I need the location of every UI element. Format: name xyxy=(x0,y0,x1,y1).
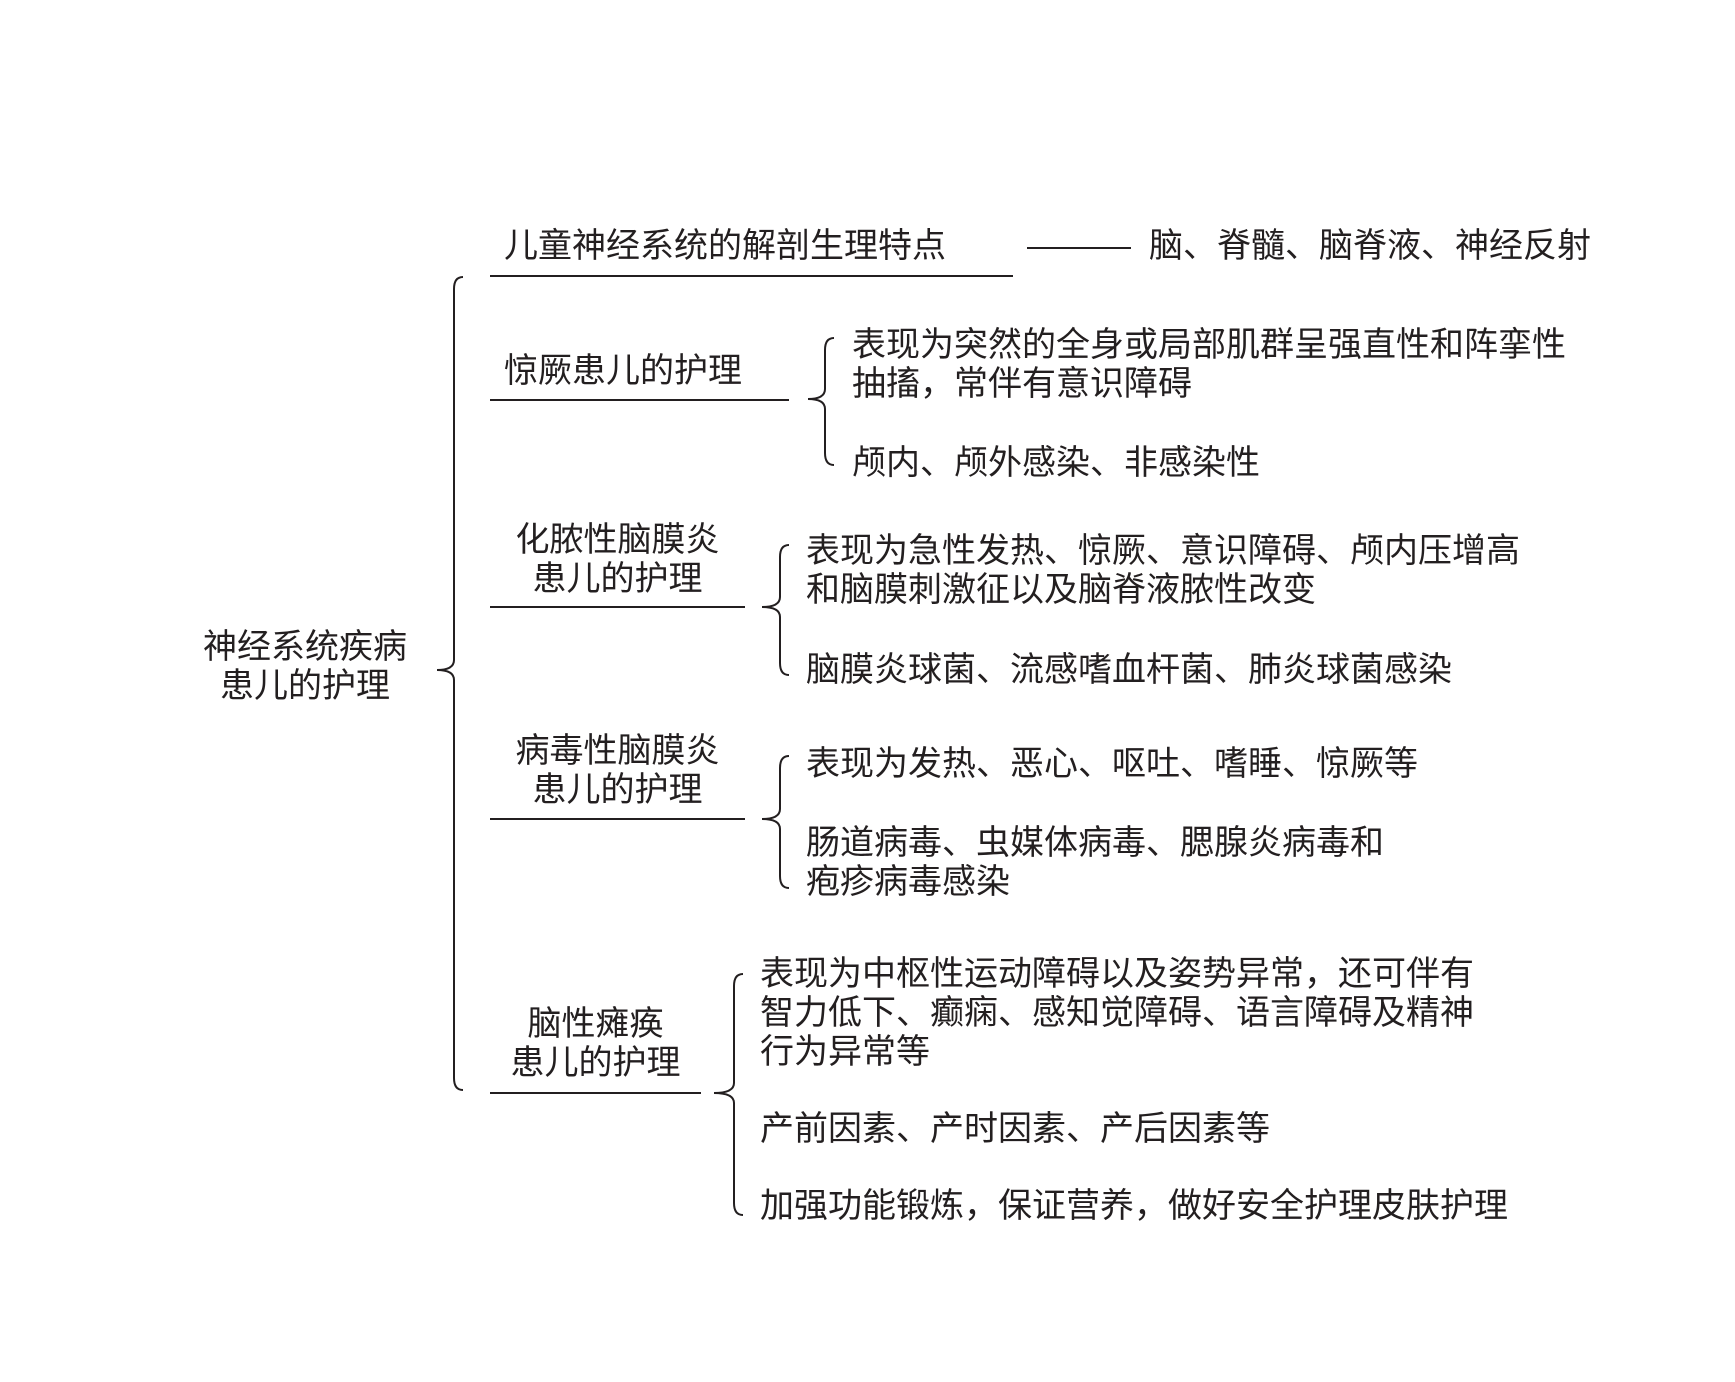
branch-underline xyxy=(490,606,745,608)
branch-label: 惊厥患儿的护理 xyxy=(504,351,742,391)
branch-underline xyxy=(490,1092,701,1094)
root-line: 神经系统疾病 xyxy=(203,627,407,667)
curly-brace xyxy=(761,755,790,889)
branch-detail: 脑、脊髓、脑脊液、神经反射 xyxy=(1149,226,1591,266)
label-line: 患儿的护理 xyxy=(532,770,703,810)
detail-line: 表现为急性发热、惊厥、意识障碍、颅内压增高 xyxy=(806,531,1520,571)
branch-detail: 加强功能锻炼，保证营养，做好安全护理皮肤护理 xyxy=(760,1186,1508,1226)
branch-label: 化脓性脑膜炎 患儿的护理 xyxy=(490,521,745,599)
curly-brace xyxy=(761,544,790,676)
label-line: 患儿的护理 xyxy=(510,1043,681,1083)
detail-line: 肠道病毒、虫媒体病毒、腮腺炎病毒和 xyxy=(806,823,1384,863)
detail-line: 智力低下、癫痫、感知觉障碍、语言障碍及精神 xyxy=(760,993,1474,1033)
label-line: 患儿的护理 xyxy=(532,559,703,599)
detail-line: 行为异常等 xyxy=(760,1032,930,1072)
detail-line: 表现为突然的全身或局部肌群呈强直性和阵挛性 xyxy=(852,325,1566,365)
curly-brace xyxy=(807,337,835,466)
label-line: 病毒性脑膜炎 xyxy=(515,731,720,771)
branch-underline xyxy=(490,399,789,401)
branch-detail: 颅内、颅外感染、非感染性 xyxy=(852,443,1260,483)
branch-detail: 表现为突然的全身或局部肌群呈强直性和阵挛性 抽搐，常伴有意识障碍 xyxy=(852,326,1566,404)
label-line: 脑性瘫痪 xyxy=(527,1004,664,1044)
branch-detail: 表现为中枢性运动障碍以及姿势异常，还可伴有 智力低下、癫痫、感知觉障碍、语言障碍… xyxy=(760,955,1474,1072)
curly-brace xyxy=(436,276,464,1091)
detail-line: 和脑膜刺激征以及脑脊液脓性改变 xyxy=(806,570,1316,610)
detail-line: 表现为中枢性运动障碍以及姿势异常，还可伴有 xyxy=(760,954,1474,994)
branch-label: 脑性瘫痪 患儿的护理 xyxy=(490,1005,701,1083)
detail-line: 抽搐，常伴有意识障碍 xyxy=(852,364,1192,404)
label-line: 化脓性脑膜炎 xyxy=(515,520,720,560)
branch-underline xyxy=(490,818,745,820)
branch-underline xyxy=(490,275,1013,277)
root-line: 患儿的护理 xyxy=(220,666,390,706)
curly-brace xyxy=(713,973,744,1216)
root-topic: 神经系统疾病 患儿的护理 xyxy=(175,628,435,706)
branch-detail: 产前因素、产时因素、产后因素等 xyxy=(760,1109,1270,1149)
detail-line: 疱疹病毒感染 xyxy=(806,862,1010,902)
branch-detail: 肠道病毒、虫媒体病毒、腮腺炎病毒和 疱疹病毒感染 xyxy=(806,824,1384,902)
branch-label: 儿童神经系统的解剖生理特点 xyxy=(504,226,946,266)
branch-detail: 表现为发热、恶心、呕吐、嗜睡、惊厥等 xyxy=(806,744,1418,784)
branch-detail: 脑膜炎球菌、流感嗜血杆菌、肺炎球菌感染 xyxy=(806,650,1452,690)
branch-label: 病毒性脑膜炎 患儿的护理 xyxy=(490,732,745,810)
branch-detail: 表现为急性发热、惊厥、意识障碍、颅内压增高 和脑膜刺激征以及脑脊液脓性改变 xyxy=(806,532,1520,610)
connector-dash xyxy=(1027,247,1131,249)
